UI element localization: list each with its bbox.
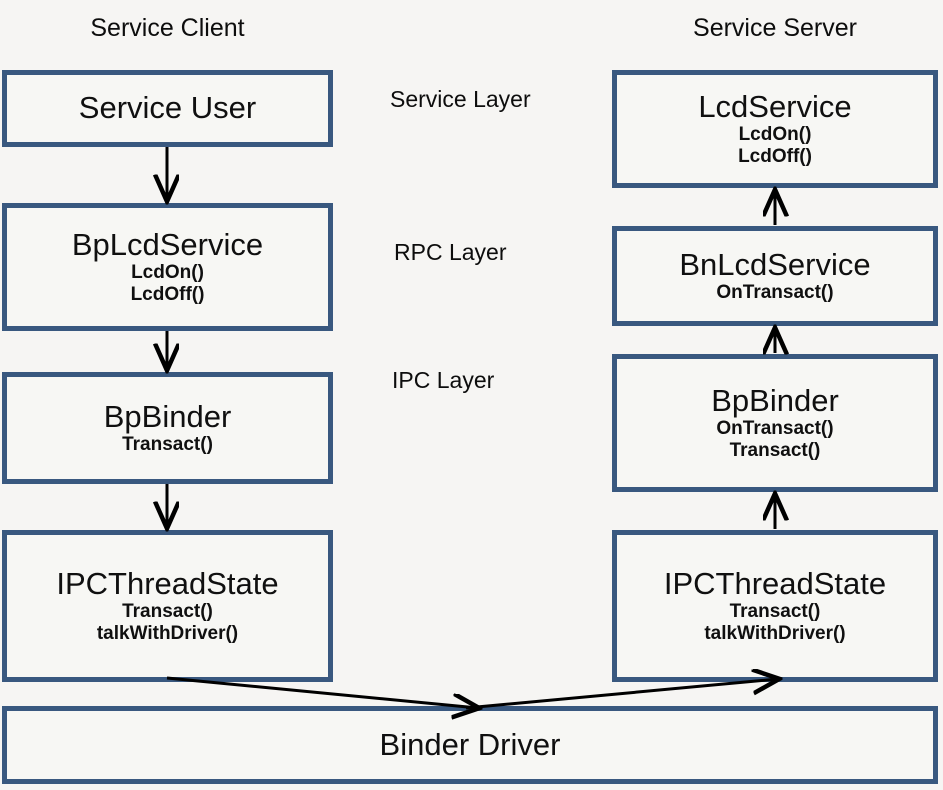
node-method: Transact() [122,600,213,622]
column-title-service-server: Service Server [693,14,857,42]
node-title: IPCThreadState [56,565,279,601]
node-title: LcdService [698,88,852,124]
arrow-binder-driver-to-server-ipc [465,679,778,710]
layer-label-service-layer: Service Layer [390,86,531,112]
node-service-user[interactable]: Service User [2,70,333,147]
layer-label-ipc-layer: IPC Layer [392,367,495,393]
node-title: BpLcdService [71,226,264,262]
node-method: OnTransact() [716,281,834,303]
node-method: talkWithDriver() [704,623,846,645]
arrow-client-ipc-to-binder-driver [166,676,478,708]
node-title: Service User [78,90,257,126]
node-title: BnLcdService [679,246,871,282]
node-bp-binder-server[interactable]: BpBinder OnTransact() Transact() [612,354,938,492]
node-method: LcdOn() [738,123,812,145]
node-title: IPCThreadState [663,565,887,601]
node-method: OnTransact() [716,417,834,439]
node-method: talkWithDriver() [96,623,239,645]
node-method-list: LcdOn() LcdOff() [131,261,205,306]
node-ipc-thread-state-client[interactable]: IPCThreadState Transact() talkWithDriver… [2,530,333,682]
node-method-list: Transact() [122,433,213,455]
node-title: Binder Driver [379,726,561,762]
node-method-list: Transact() talkWithDriver() [704,600,845,645]
layer-label-rpc-layer: RPC Layer [394,239,507,265]
node-title: BpBinder [711,382,839,418]
node-method: Transact() [729,440,821,462]
node-bp-lcd-service[interactable]: BpLcdService LcdOn() LcdOff() [2,203,333,331]
node-bn-lcd-service[interactable]: BnLcdService OnTransact() [612,226,938,326]
node-title: BpBinder [103,398,232,434]
node-bp-binder-client[interactable]: BpBinder Transact() [2,372,333,484]
node-method: Transact() [729,600,821,622]
node-ipc-thread-state-server[interactable]: IPCThreadState Transact() talkWithDriver… [612,530,938,682]
node-method: LcdOff() [738,146,812,168]
node-method: Transact() [122,433,213,455]
column-title-service-client: Service Client [90,14,245,42]
node-method-list: LcdOn() LcdOff() [738,123,812,168]
node-method: LcdOff() [130,284,205,306]
node-method-list: Transact() talkWithDriver() [97,600,238,645]
node-method-list: OnTransact() [716,281,833,303]
node-method: LcdOn() [131,261,204,283]
node-binder-driver[interactable]: Binder Driver [2,706,938,784]
node-lcd-service[interactable]: LcdService LcdOn() LcdOff() [612,70,938,188]
node-method-list: OnTransact() Transact() [716,417,833,462]
